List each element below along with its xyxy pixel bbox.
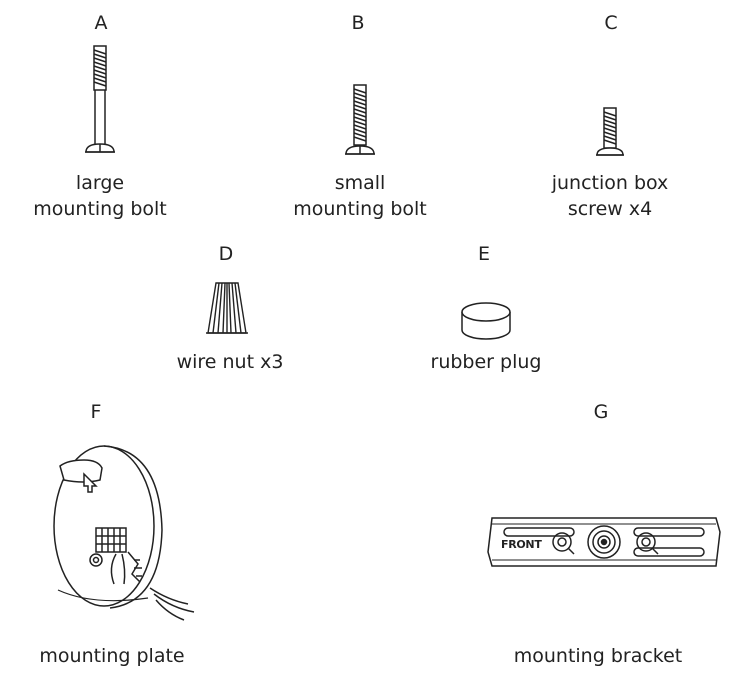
- part-label-b: small mounting bolt: [260, 170, 460, 222]
- part-label-e: rubber plug: [386, 349, 586, 375]
- large-mounting-bolt-icon: [80, 44, 120, 162]
- wire-nut-icon: [202, 280, 252, 338]
- mounting-bracket-icon: [486, 510, 722, 574]
- part-label-a: large mounting bolt: [0, 170, 200, 222]
- part-label-c: junction box screw x4: [505, 170, 715, 222]
- mounting-plate-icon: [38, 440, 206, 625]
- part-label-c-line-1: junction box: [551, 172, 669, 194]
- part-label-g-line-1: mounting bracket: [513, 645, 683, 667]
- part-letter-b: B: [351, 12, 365, 34]
- part-label-b-line-1: small: [334, 172, 386, 194]
- part-label-c-line-2: screw x4: [567, 198, 653, 220]
- rubber-plug-icon: [458, 300, 514, 344]
- part-label-e-line-1: rubber plug: [430, 351, 542, 373]
- part-letter-g: G: [593, 401, 609, 423]
- part-label-a-line-2: mounting bolt: [33, 198, 167, 220]
- part-letter-d: D: [218, 243, 234, 265]
- part-label-a-line-1: large: [75, 172, 125, 194]
- part-label-f-line-1: mounting plate: [39, 645, 185, 667]
- part-letter-a: A: [94, 12, 108, 34]
- part-letter-e: E: [477, 243, 490, 265]
- part-label-d: wire nut x3: [130, 349, 330, 375]
- part-label-g: mounting bracket: [498, 643, 698, 669]
- small-mounting-bolt-icon: [340, 83, 380, 159]
- part-letter-c: C: [604, 12, 618, 34]
- part-label-f: mounting plate: [12, 643, 212, 669]
- part-label-b-line-2: mounting bolt: [293, 198, 427, 220]
- part-letter-f: F: [90, 401, 102, 423]
- junction-box-screw-icon: [592, 106, 628, 160]
- bracket-front-stamp: FRONT: [501, 538, 542, 551]
- part-label-d-line-1: wire nut x3: [176, 351, 284, 373]
